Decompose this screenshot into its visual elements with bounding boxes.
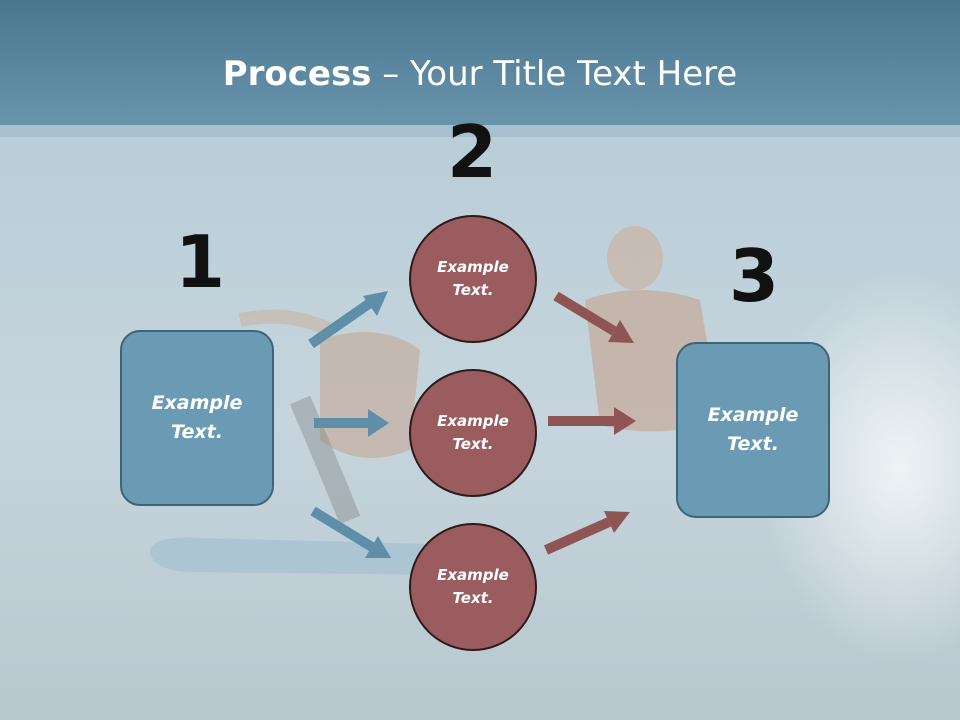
box-step-3-text: Example Text. (707, 404, 799, 455)
circle-top-text: Example Text. (437, 258, 509, 299)
circle-middle-text: Example Text. (437, 412, 509, 453)
circle-bottom: Example Text. (409, 523, 537, 651)
arrow-box1-to-top (308, 291, 388, 349)
step-number-2: 2 (446, 110, 498, 194)
box-step-1-text: Example Text. (151, 392, 243, 443)
circle-middle: Example Text. (409, 369, 537, 497)
arrow-box1-to-bottom (310, 506, 391, 558)
arrow-middle-to-box3 (548, 407, 636, 435)
arrow-bottom-to-box3 (543, 511, 630, 555)
box-step-1: Example Text. (120, 330, 274, 506)
box-step-3: Example Text. (676, 342, 830, 518)
circle-bottom-text: Example Text. (437, 566, 509, 607)
slide-title: Process – Your Title Text Here (0, 52, 960, 96)
arrow-box1-to-middle (314, 409, 389, 437)
title-rest: – Your Title Text Here (371, 54, 738, 94)
step-number-1: 1 (174, 220, 226, 304)
circle-top: Example Text. (409, 215, 537, 343)
step-number-3: 3 (728, 234, 780, 318)
arrow-top-to-box3 (553, 291, 634, 343)
title-bold: Process (222, 54, 372, 94)
